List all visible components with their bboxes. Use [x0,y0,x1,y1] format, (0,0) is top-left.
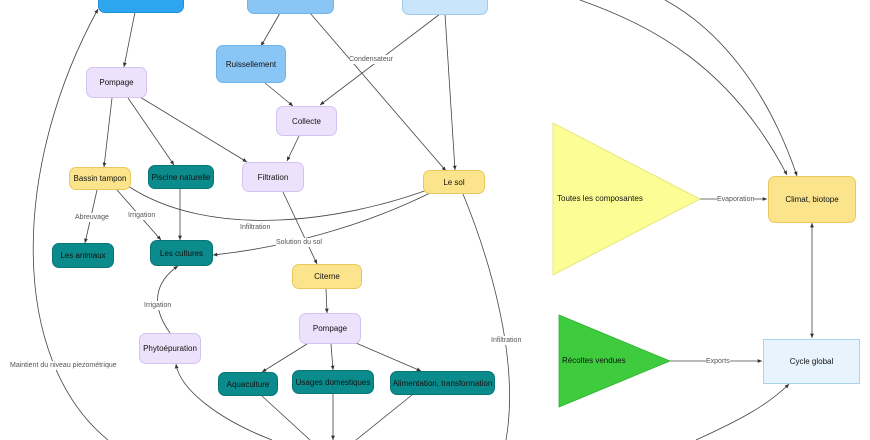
edge-pompage-aquaculture [261,343,308,373]
edge-maintien-curve [32,8,109,440]
edge-pompage-bassin [102,97,113,168]
edge-topmid-lesol [309,12,447,172]
triangle-toutes-composantes [552,122,701,276]
edge-citerne-pompage [324,288,329,314]
triangle-recoltes-vendues [558,314,672,408]
node-filtration[interactable]: Filtration [242,162,304,192]
node-label: Cycle global [789,357,834,366]
edge-top-climat-1 [579,0,788,176]
edge-ruissellement-collecte [264,82,294,107]
edge-phyto-cultures [157,265,179,334]
edge-pompage-usages [330,343,335,371]
edge-bassin-lesol [127,185,431,221]
node-label: Bassin tampon [73,174,127,183]
node-label: Alimentation, transformation [392,378,493,388]
node-label: Filtration [257,172,289,182]
edge-topright-lesol [444,13,457,171]
edge-lesol-infiltration [462,193,510,440]
node-citerne[interactable]: Citerne [292,264,362,289]
node-alimentation-transformation[interactable]: Alimentation, transformation [390,371,495,395]
node-aquaculture[interactable]: Aquaculture [218,372,278,396]
node-label: Phytoépuration [143,344,197,353]
edge-bottom-phyto [174,363,273,440]
edge-label-maintien: Maintient du niveau piezométrique [10,361,117,370]
node-label: Pompage [312,324,348,333]
edge-pompage-alimentation [355,342,422,372]
node-label: Piscine naturelle [151,172,211,182]
edge-pompage-filtration [139,96,248,163]
node-label: Climat, biotope [785,195,839,204]
node-label: Usages domestiques [295,377,371,387]
node-piscine-naturelle[interactable]: Piscine naturelle [148,165,214,189]
node-label: Les cultures [159,248,204,258]
edge-collecte-filtration [286,135,300,162]
edge-label-condensateur: Condensateur [349,55,393,64]
edge-aquaculture-bottom [261,395,311,440]
node-label: Collecte [292,116,321,126]
edge-label-evaporation: Evaporation [717,195,755,204]
edge-lesol-cultures [212,191,433,257]
node-cycle-global[interactable]: Cycle global [763,339,860,384]
edge-label-abreuvage: Abreuvage [75,213,109,222]
node-label: Le sol [443,177,465,187]
edge-bottom-cycle [695,383,790,440]
node-les-cultures[interactable]: Les cultures [150,240,213,266]
node-ruissellement[interactable]: Ruissellement [216,45,286,83]
node-bassin-tampon[interactable]: Bassin tampon [69,167,131,190]
edge-label-irrigation-2: Irrigation [144,301,172,310]
edge-filtration-citerne [282,191,318,265]
node-climat-biotope[interactable]: Climat, biotope [768,176,856,223]
edge-topmid-ruissellement [260,12,281,47]
node-pompage-top[interactable]: Pompage [86,67,147,98]
edge-label-solution-du-sol: Solution du sol [276,238,322,247]
node-les-animaux[interactable]: Les animaux [52,243,114,268]
edge-label-irrigation-1: Irrigation [128,211,156,220]
edge-topleft-pompage [122,11,136,68]
node-phytoepuration[interactable]: Phytoépuration [139,333,201,364]
top-node-light-blue[interactable] [402,0,488,15]
edge-label-infiltration-2: Infiltration [491,336,522,345]
top-node-blue[interactable] [247,0,334,14]
node-pompage-mid[interactable]: Pompage [299,313,361,344]
node-le-sol[interactable]: Le sol [423,170,485,194]
edge-alimentation-bottom [355,394,413,440]
triangle-label-toutes-composantes: Toutes les composantes [557,194,643,203]
node-label: Ruissellement [225,59,277,69]
node-label: Aquaculture [226,379,270,389]
edge-label-exports: Exports [706,357,730,366]
triangle-label-recoltes-vendues: Récoltes vendues [562,356,626,365]
node-usages-domestiques[interactable]: Usages domestiques [292,370,374,394]
edge-top-climat-2 [664,0,798,177]
node-label: Citerne [314,272,340,281]
top-node-dark-blue[interactable] [98,0,184,13]
node-label: Pompage [99,78,134,87]
node-label: Les animaux [60,251,106,260]
edge-label-infiltration-1: Infiltration [240,223,271,232]
node-collecte[interactable]: Collecte [276,106,337,136]
edge-pompage-piscine [127,97,175,166]
